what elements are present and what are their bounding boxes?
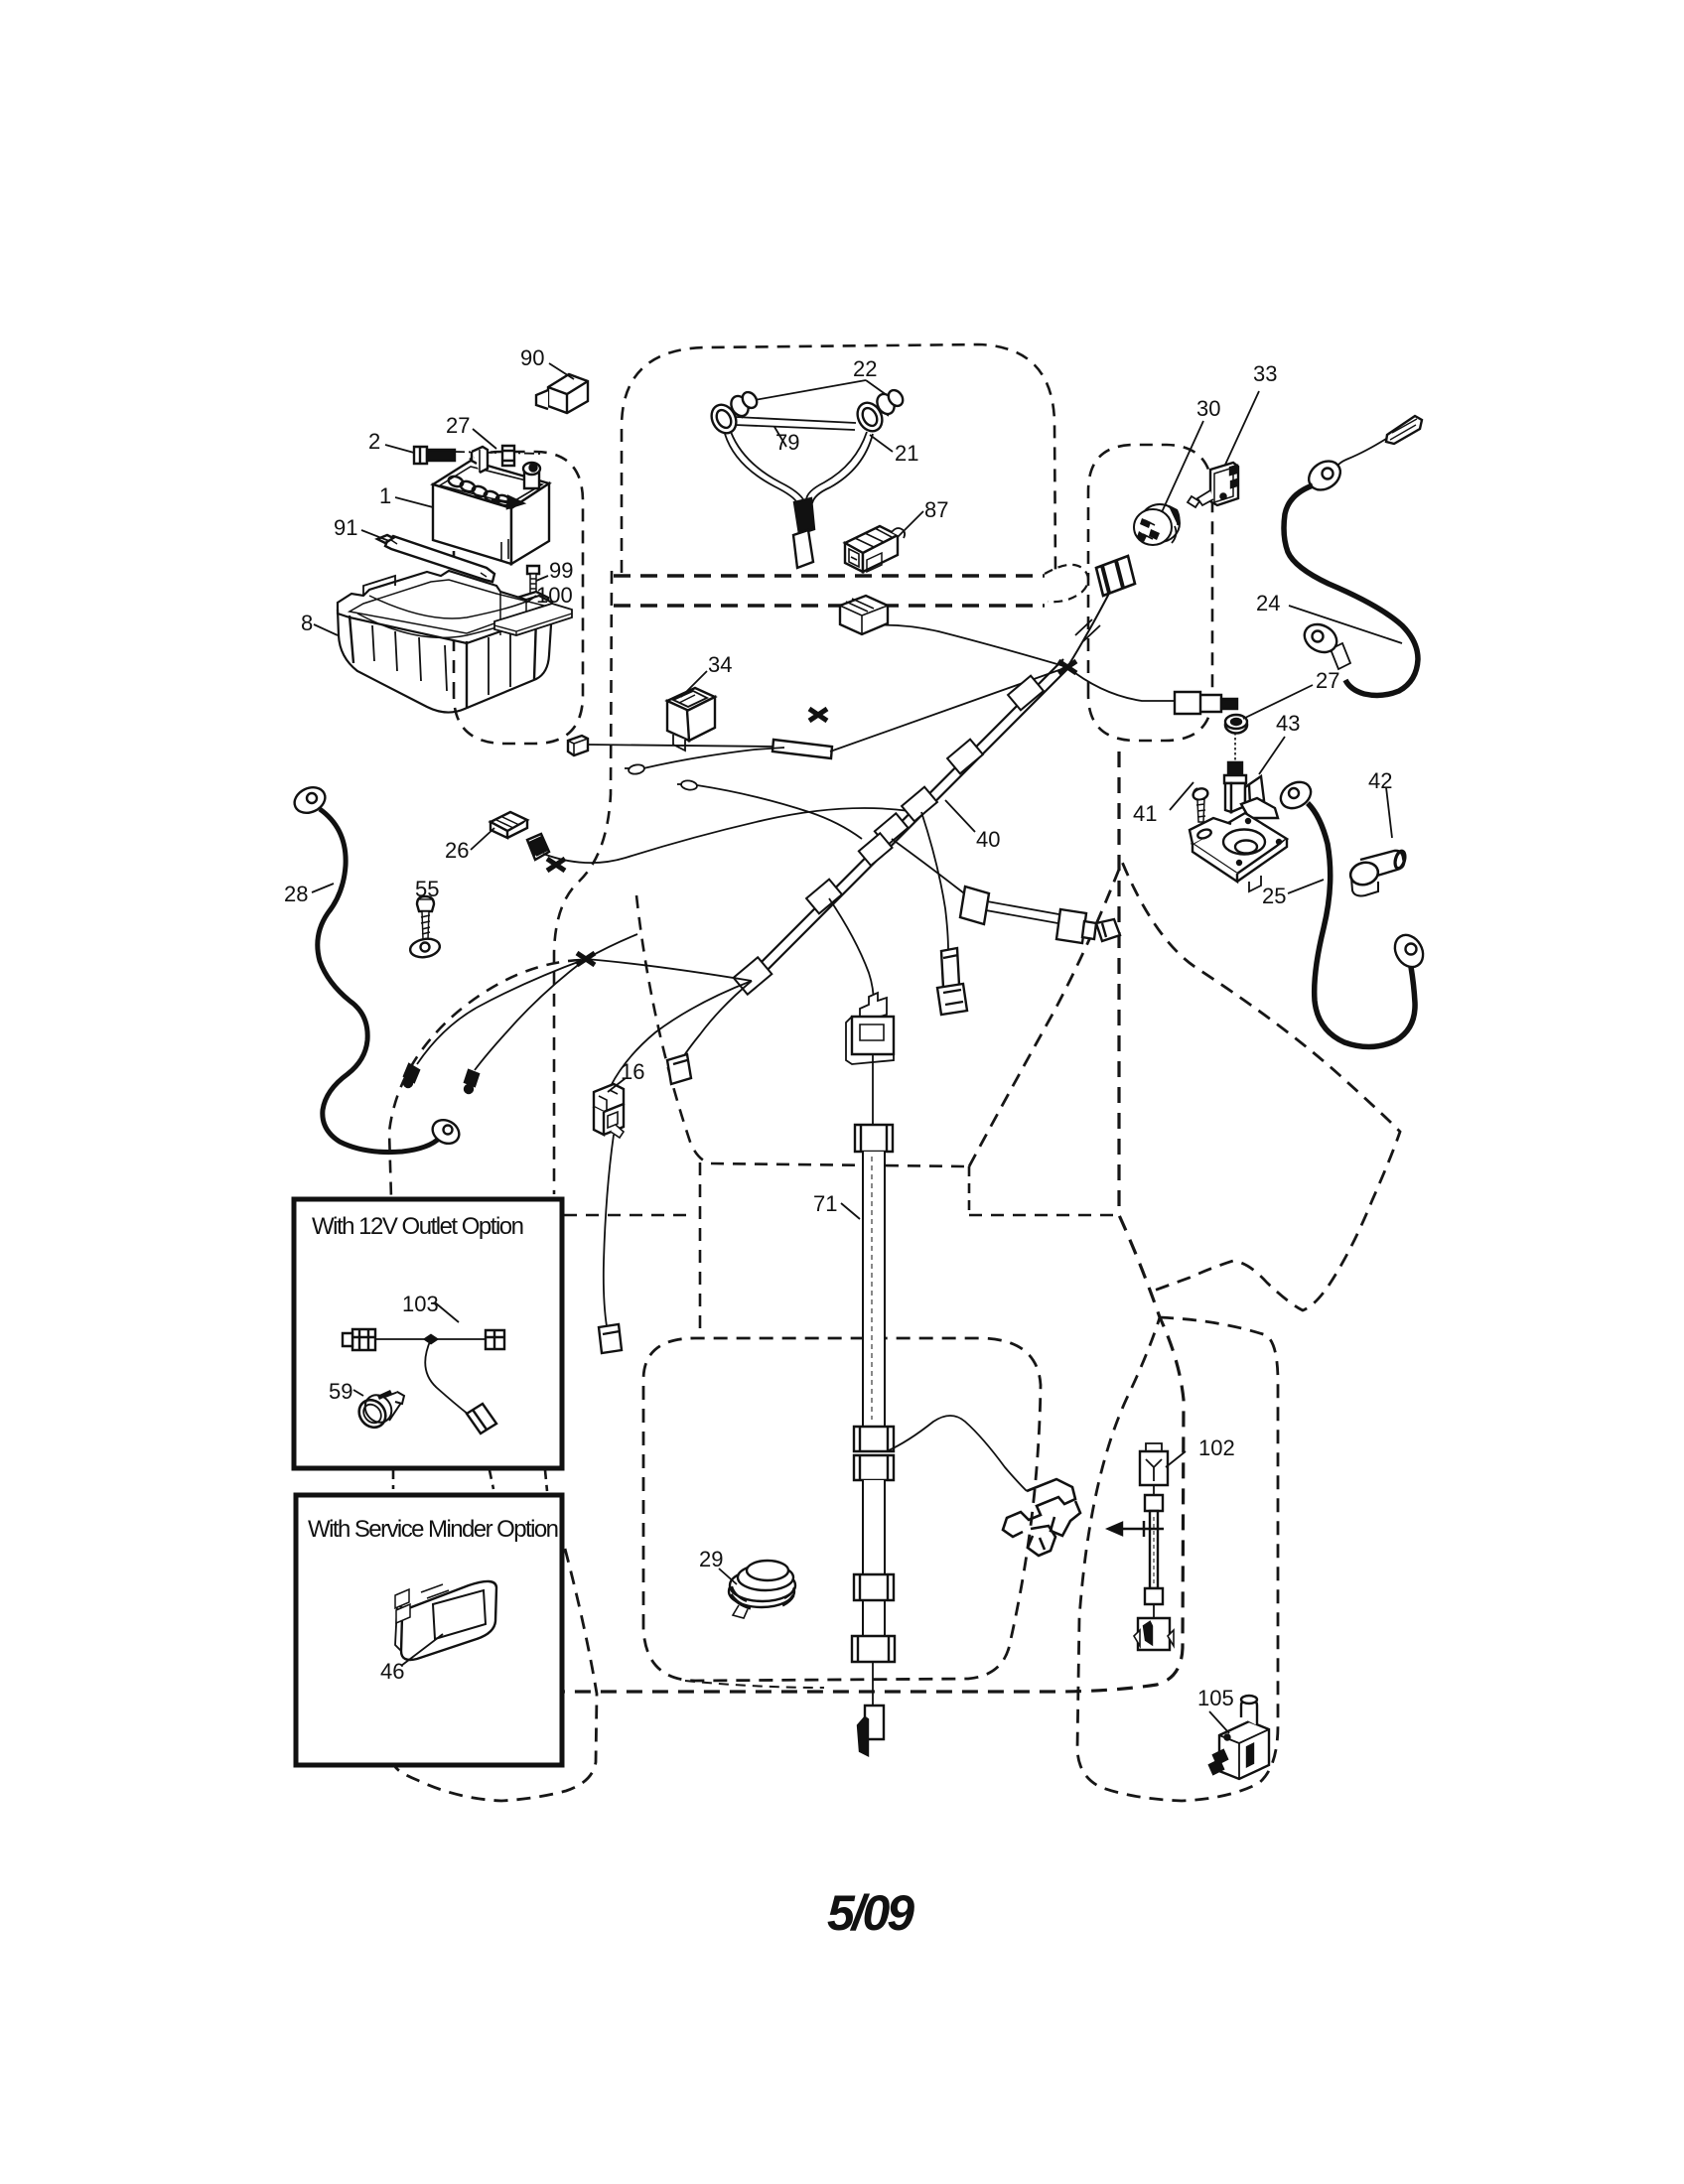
svg-text:91: 91 <box>334 515 357 540</box>
svg-text:46: 46 <box>380 1659 404 1684</box>
svg-text:59: 59 <box>329 1379 352 1404</box>
svg-text:71: 71 <box>813 1191 837 1216</box>
svg-text:55: 55 <box>415 877 439 901</box>
svg-text:8: 8 <box>301 611 313 635</box>
svg-text:5/09: 5/09 <box>827 1885 914 1941</box>
svg-text:With 12V Outlet Option: With 12V Outlet Option <box>312 1213 524 1240</box>
svg-text:102: 102 <box>1198 1435 1235 1460</box>
svg-text:26: 26 <box>445 838 469 863</box>
svg-text:2: 2 <box>368 429 380 454</box>
svg-text:42: 42 <box>1368 768 1392 793</box>
svg-text:87: 87 <box>924 497 948 522</box>
svg-text:105: 105 <box>1197 1686 1234 1710</box>
svg-text:24: 24 <box>1256 591 1280 615</box>
svg-text:43: 43 <box>1276 711 1300 736</box>
svg-text:99: 99 <box>549 558 573 583</box>
svg-text:41: 41 <box>1133 801 1157 826</box>
svg-text:21: 21 <box>895 441 918 466</box>
svg-text:16: 16 <box>621 1059 644 1084</box>
svg-text:103: 103 <box>402 1292 439 1316</box>
svg-text:27: 27 <box>446 413 470 438</box>
svg-text:90: 90 <box>520 345 544 370</box>
svg-text:29: 29 <box>699 1547 723 1571</box>
svg-text:With Service Minder Option: With Service Minder Option <box>308 1516 559 1543</box>
svg-text:30: 30 <box>1196 396 1220 421</box>
svg-text:100: 100 <box>536 583 573 608</box>
svg-text:22: 22 <box>853 356 877 381</box>
svg-text:28: 28 <box>284 882 308 906</box>
svg-text:25: 25 <box>1262 884 1286 908</box>
svg-text:34: 34 <box>708 652 732 677</box>
svg-text:40: 40 <box>976 827 1000 852</box>
svg-text:1: 1 <box>379 483 391 508</box>
svg-text:79: 79 <box>775 430 799 455</box>
svg-text:33: 33 <box>1253 361 1277 386</box>
svg-text:27: 27 <box>1316 668 1339 693</box>
